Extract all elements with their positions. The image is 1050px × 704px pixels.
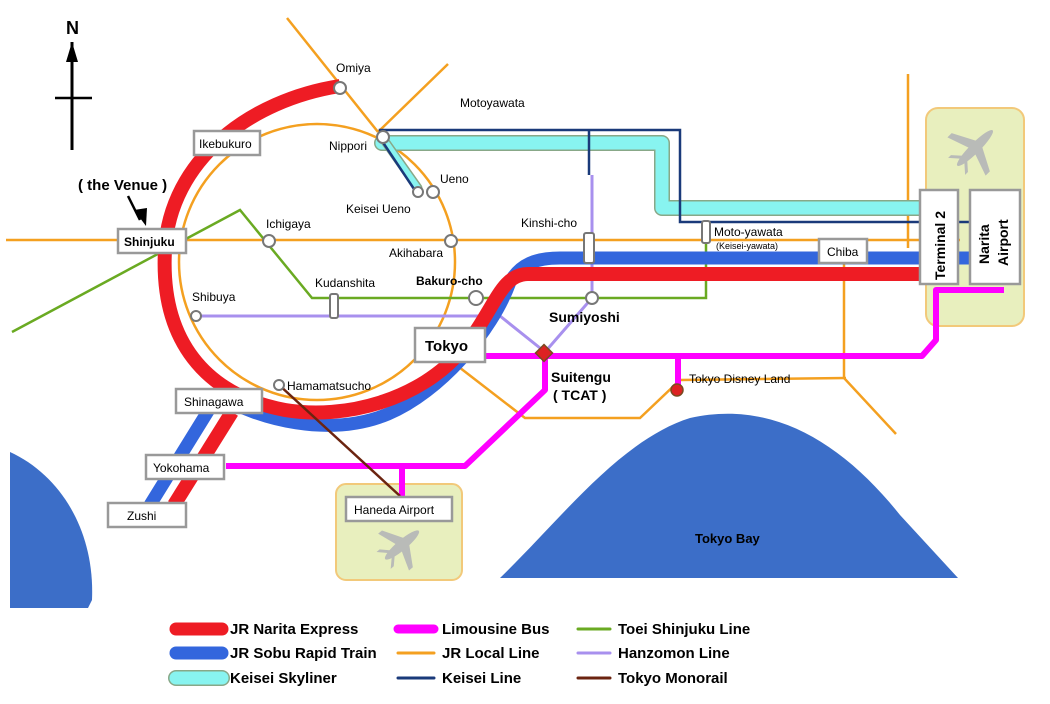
venue-arrowhead-icon	[134, 208, 147, 226]
station-kinshicho[interactable]: Kinshi-cho	[521, 216, 577, 230]
station-box-ikebukuro[interactable]: Ikebukuro	[192, 129, 262, 157]
station-box-tokyo[interactable]: Tokyo	[413, 326, 487, 364]
tokyo-bay	[500, 413, 958, 578]
station-sumiyoshi[interactable]: Sumiyoshi	[549, 309, 620, 325]
legend-label-jr-local: JR Local Line	[442, 645, 540, 662]
narita-airplane-icon	[947, 129, 994, 176]
station-box-yokohama[interactable]: Yokohama	[144, 453, 226, 481]
ichigaya-marker	[262, 234, 276, 248]
kinshicho-marker	[583, 232, 595, 264]
kudanshita-marker	[329, 293, 339, 319]
station-box-terminal2[interactable]: Terminal 2	[918, 188, 960, 286]
legend-item-toei-shinjuku: Toei Shinjuku Line	[576, 621, 750, 638]
svg-text:Haneda Airport: Haneda Airport	[354, 503, 435, 517]
legend-item-jr-local: JR Local Line	[396, 645, 540, 662]
svg-text:Terminal 2: Terminal 2	[932, 211, 948, 280]
station-ueno[interactable]: Ueno	[440, 172, 469, 186]
ueno-marker	[426, 185, 440, 199]
haneda-airplane-icon	[376, 530, 420, 571]
station-box-narita-airport[interactable]: Narita Airport	[968, 188, 1022, 286]
tokyo-disney-marker	[670, 383, 684, 397]
station-shibuya[interactable]: Shibuya	[192, 290, 236, 304]
shibuya-marker	[190, 310, 202, 322]
station-box-shinjuku[interactable]: Shinjuku	[116, 227, 188, 255]
station-nippori[interactable]: Nippori	[329, 139, 367, 153]
bakurocho-marker	[468, 290, 484, 306]
svg-text:Ikebukuro: Ikebukuro	[199, 137, 252, 151]
station-bakurocho[interactable]: Bakuro-cho	[416, 274, 483, 288]
tokyo-bay-label: Tokyo Bay	[695, 531, 761, 546]
legend-label-keisei-line: Keisei Line	[442, 670, 521, 687]
legend-label-limousine-bus: Limousine Bus	[442, 621, 550, 638]
keisei-ueno-marker	[412, 186, 424, 198]
svg-text:Yokohama: Yokohama	[153, 461, 210, 475]
station-akihabara[interactable]: Akihabara	[389, 246, 443, 260]
station-markers	[190, 81, 711, 391]
svg-text:Narita: Narita	[976, 224, 992, 264]
left-water	[10, 452, 93, 608]
venue-arrow-icon	[126, 195, 142, 221]
station-omiya[interactable]: Omiya	[336, 61, 371, 75]
legend-item-sobu-rapid: JR Sobu Rapid Train	[169, 645, 377, 662]
legend-item-limousine-bus: Limousine Bus	[393, 621, 550, 638]
legend-label-skyliner: Keisei Skyliner	[230, 670, 337, 687]
tokyo-monorail-line	[277, 383, 401, 497]
venue-label: ( the Venue )	[78, 177, 167, 194]
jr-local-line	[6, 17, 960, 435]
legend-item-keisei-line: Keisei Line	[396, 670, 521, 687]
station-moto-yawata[interactable]: Moto-yawata	[714, 225, 783, 239]
north-arrow-icon: N	[55, 18, 92, 150]
legend-item-narita-express: JR Narita Express	[169, 621, 358, 638]
nippori-marker	[376, 130, 390, 144]
station-keisei-yawata: (Keisei-yawata)	[716, 241, 778, 251]
legend-label-tokyo-monorail: Tokyo Monorail	[618, 670, 728, 687]
legend-item-hanzomon: Hanzomon Line	[576, 645, 730, 662]
legend-label-hanzomon: Hanzomon Line	[618, 645, 730, 662]
svg-text:Shinagawa: Shinagawa	[184, 395, 244, 409]
svg-text:Chiba: Chiba	[827, 245, 859, 259]
legend-item-skyliner: Keisei Skyliner	[168, 670, 337, 687]
station-tokyo-disney[interactable]: Tokyo Disney Land	[689, 372, 790, 386]
legend-label-toei-shinjuku: Toei Shinjuku Line	[618, 621, 750, 638]
station-box-zushi[interactable]: Zushi	[106, 501, 188, 529]
station-tcat: ( TCAT )	[553, 387, 606, 403]
moto-yawata-marker	[701, 220, 711, 244]
station-box-chiba[interactable]: Chiba	[817, 237, 869, 265]
legend-label-sobu-rapid: JR Sobu Rapid Train	[230, 645, 377, 662]
station-keisei-ueno[interactable]: Keisei Ueno	[346, 202, 411, 216]
station-ichigaya[interactable]: Ichigaya	[266, 217, 311, 231]
station-suitengu[interactable]: Suitengu	[551, 369, 611, 385]
hamamatsucho-marker	[273, 379, 285, 391]
station-motoyawata[interactable]: Motoyawata	[460, 96, 525, 110]
legend-label-narita-express: JR Narita Express	[230, 621, 358, 638]
svg-text:Airport: Airport	[995, 219, 1011, 266]
map-legend: JR Narita Express JR Sobu Rapid TrainKeis…	[168, 621, 750, 687]
sumiyoshi-marker	[585, 291, 599, 305]
svg-text:Zushi: Zushi	[127, 509, 156, 523]
keisei-skyliner-line	[374, 132, 934, 216]
station-hamamatsucho[interactable]: Hamamatsucho	[287, 379, 371, 393]
svg-text:Tokyo: Tokyo	[425, 338, 468, 355]
akihabara-marker	[444, 234, 458, 248]
station-box-shinagawa[interactable]: Shinagawa	[174, 387, 264, 415]
svg-text:Shinjuku: Shinjuku	[124, 235, 175, 249]
suitengu-marker	[534, 343, 554, 363]
station-box-haneda[interactable]: Haneda Airport	[344, 495, 454, 523]
omiya-marker	[333, 81, 347, 95]
legend-item-tokyo-monorail: Tokyo Monorail	[576, 670, 728, 687]
compass-label: N	[66, 18, 79, 38]
station-kudanshita[interactable]: Kudanshita	[315, 276, 375, 290]
